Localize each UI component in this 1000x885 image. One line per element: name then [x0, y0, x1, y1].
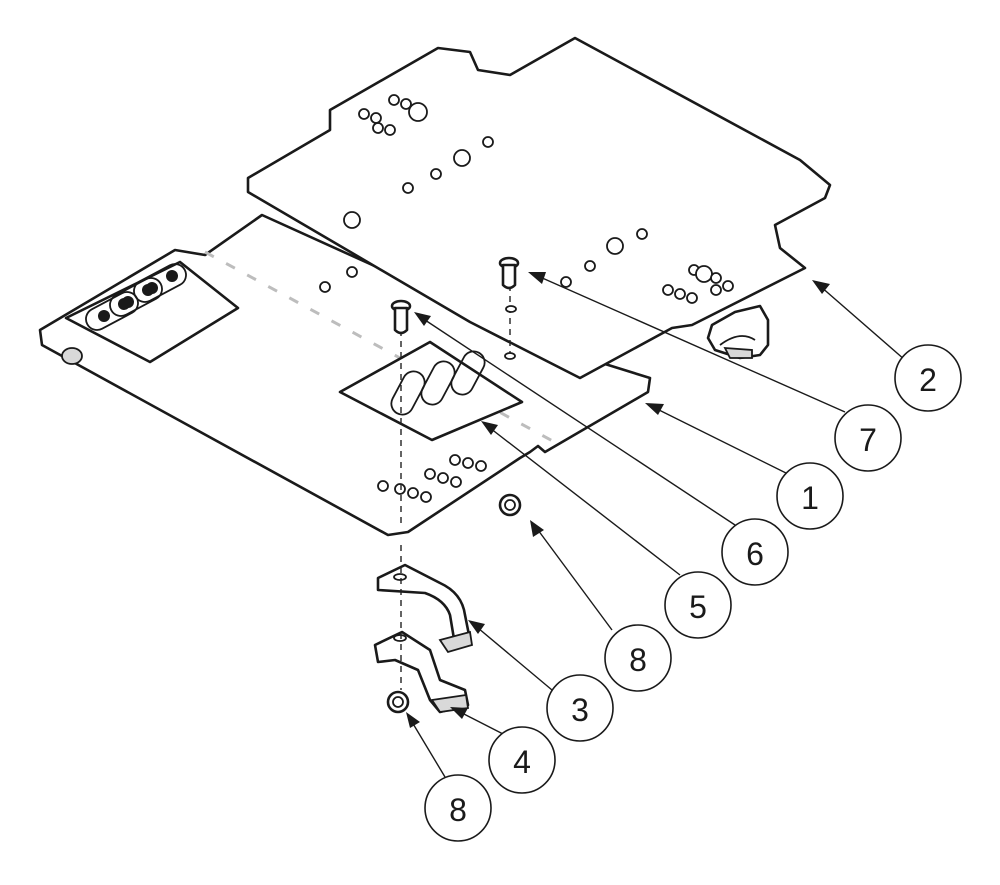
callout-8-upper: 8	[604, 624, 672, 692]
callout-1: 1	[776, 462, 844, 530]
bolt-part-7	[498, 256, 520, 360]
callout-8-lower: 8	[424, 774, 492, 842]
callout-2-label: 2	[919, 362, 937, 398]
callout-5-label: 5	[689, 589, 707, 625]
callout-5: 5	[664, 571, 732, 639]
center-pad-slots	[390, 350, 486, 416]
lower-plate	[38, 213, 652, 537]
nut-upper	[498, 493, 522, 517]
callout-1-label: 1	[801, 480, 819, 516]
clamp-part-3	[376, 563, 474, 654]
bolt-part-6	[390, 299, 412, 525]
callout-6: 6	[721, 518, 789, 586]
leader-lines	[406, 272, 906, 778]
callout-8-upper-label: 8	[629, 642, 647, 678]
callout-3-label: 3	[571, 692, 589, 728]
callout-6-label: 6	[746, 536, 764, 572]
upper-plate	[246, 36, 832, 380]
callout-2: 2	[894, 344, 962, 412]
callout-7-label: 7	[859, 422, 877, 458]
callout-7: 7	[834, 404, 902, 472]
nut-lower	[386, 690, 410, 714]
callout-8-lower-label: 8	[449, 792, 467, 828]
callout-4: 4	[488, 726, 556, 794]
left-pad-slots	[85, 263, 187, 331]
callout-4-label: 4	[513, 744, 531, 780]
callout-3: 3	[546, 674, 614, 742]
upper-plate-clamp	[706, 304, 770, 360]
